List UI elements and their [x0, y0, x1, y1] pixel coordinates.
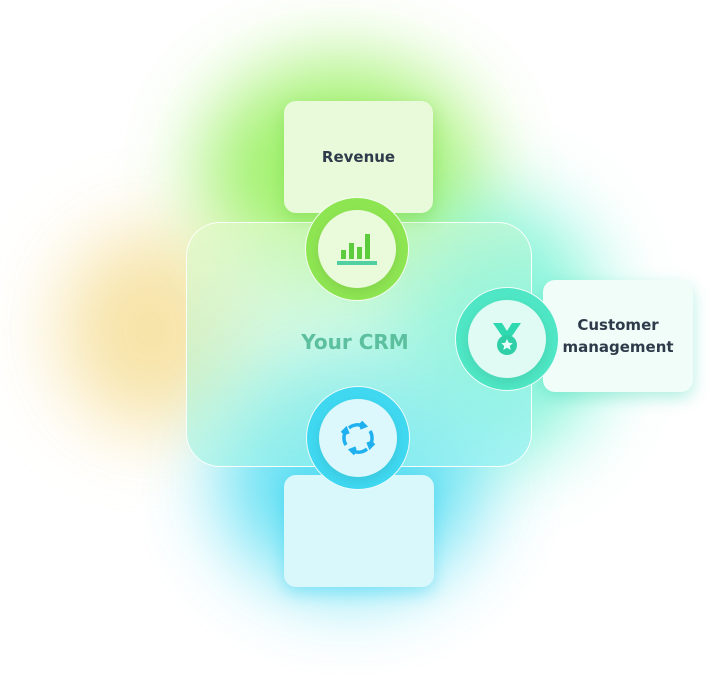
medal-icon [493, 323, 521, 355]
bottom-icon-circle [319, 399, 397, 477]
refresh-cycle-icon [340, 420, 376, 456]
customer-ring [455, 287, 559, 391]
revenue-ring [305, 197, 409, 301]
customer-icon-circle [468, 300, 546, 378]
bar-chart-icon [337, 234, 377, 265]
bottom-card[interactable] [284, 475, 434, 587]
bottom-ring [306, 386, 410, 490]
customer-management-label: Customer management [562, 316, 674, 356]
revenue-icon-circle [318, 210, 396, 288]
revenue-label: Revenue [321, 148, 396, 166]
revenue-card[interactable]: Revenue [284, 101, 433, 213]
center-label: Your CRM [301, 330, 409, 354]
customer-management-card[interactable]: Customer management [543, 280, 693, 392]
